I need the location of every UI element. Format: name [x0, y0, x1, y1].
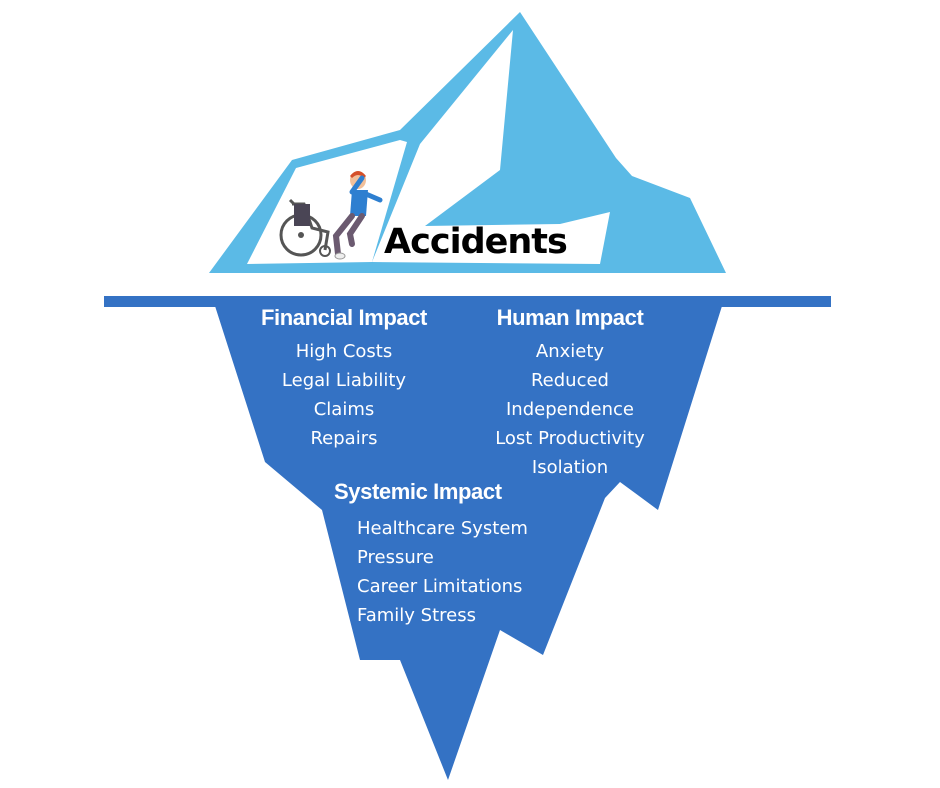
systemic-impact-item: Pressure — [357, 547, 434, 568]
systemic-impact-item: Career Limitations — [357, 576, 523, 597]
systemic-impact-block: Systemic Impact Healthcare System Pressu… — [334, 479, 594, 630]
financial-impact-item: Repairs — [310, 428, 378, 449]
person-falling-from-wheelchair-icon — [279, 171, 383, 260]
human-impact-item: Anxiety — [535, 341, 605, 362]
financial-impact-item: High Costs — [295, 341, 393, 362]
systemic-impact-heading: Systemic Impact — [334, 479, 502, 504]
human-impact-item: Lost Productivity — [495, 428, 645, 449]
financial-impact-item: Legal Liability — [281, 370, 407, 391]
iceberg-tip-highlight-2 — [372, 30, 610, 264]
human-impact-heading: Human Impact — [496, 305, 644, 330]
iceberg-title: Accidents — [384, 222, 568, 262]
financial-impact-item: Claims — [313, 399, 375, 420]
financial-impact-block: Financial Impact High Costs Legal Liabil… — [244, 305, 444, 453]
iceberg-underwater — [215, 306, 722, 780]
human-impact-block: Human Impact Anxiety Reduced Independenc… — [472, 305, 668, 482]
systemic-impact-item: Healthcare System — [357, 518, 528, 539]
human-impact-item: Independence — [505, 399, 634, 420]
systemic-impact-item: Family Stress — [357, 605, 476, 626]
iceberg-tip-highlight — [247, 140, 407, 264]
human-impact-item: Isolation — [531, 457, 609, 478]
human-impact-item: Reduced — [530, 370, 609, 391]
financial-impact-heading: Financial Impact — [261, 305, 427, 330]
waterline — [104, 296, 831, 307]
